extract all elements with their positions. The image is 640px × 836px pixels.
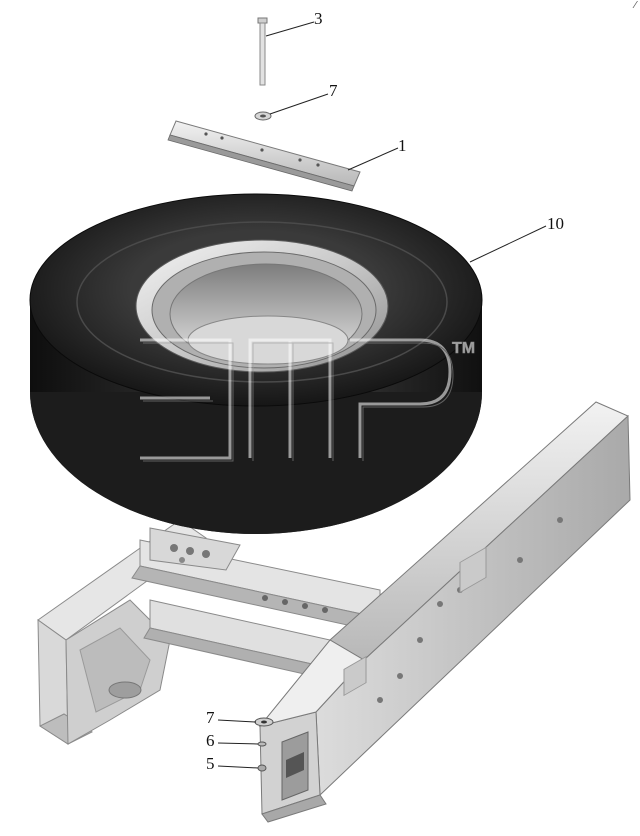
leader-lines bbox=[217, 21, 547, 769]
bolt-part bbox=[257, 17, 268, 86]
leader-10 bbox=[469, 225, 547, 263]
leader-3 bbox=[265, 21, 315, 37]
nut-part bbox=[257, 764, 267, 772]
callout-10: 10 bbox=[547, 214, 564, 233]
washer-top-part bbox=[254, 111, 272, 121]
corner-mark: ⁄ bbox=[634, 0, 636, 11]
callout-7-top: 7 bbox=[329, 81, 338, 100]
callout-1: 1 bbox=[398, 136, 407, 155]
leader-7-top bbox=[269, 93, 329, 115]
watermark-trademark: TM bbox=[452, 340, 476, 358]
callout-5: 5 bbox=[206, 754, 215, 773]
leader-5 bbox=[217, 765, 259, 769]
washer-bottom-part bbox=[254, 717, 274, 727]
clamp-bar-part bbox=[167, 120, 361, 192]
frame-part bbox=[37, 401, 631, 823]
leader-7-bottom bbox=[217, 719, 257, 723]
callout-6: 6 bbox=[206, 731, 215, 750]
callout-7-bottom: 7 bbox=[206, 708, 215, 727]
callout-3: 3 bbox=[314, 9, 323, 28]
watermark-logo bbox=[140, 338, 454, 462]
spring-washer-part bbox=[257, 741, 267, 747]
leader-1 bbox=[347, 147, 399, 171]
leader-6 bbox=[217, 742, 259, 745]
spare-tire-part bbox=[29, 193, 483, 534]
